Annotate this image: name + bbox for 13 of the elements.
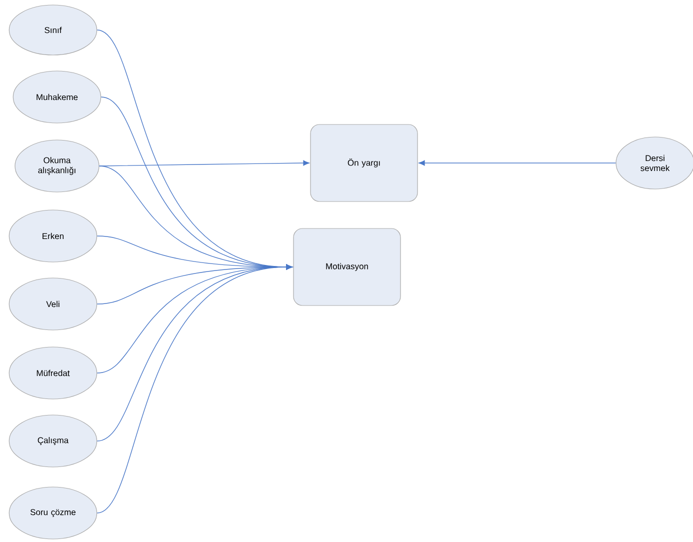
rounded-box: Motivasyon	[293, 228, 401, 306]
ellipse-node: Soru çözme	[8, 486, 98, 540]
ellipse-node: Sınıf	[8, 4, 98, 56]
ellipse-node: Çalışma	[8, 414, 98, 468]
ellipse-node: Erken	[8, 210, 98, 262]
ellipse-node: Okuma alışkanlığı	[14, 140, 100, 192]
arrow	[418, 160, 616, 166]
ellipse-node: Müfredat	[8, 346, 98, 400]
rounded-box: Ön yargı	[310, 124, 418, 202]
ellipse-node: Muhakeme	[12, 70, 102, 124]
arrow	[98, 160, 310, 166]
ellipse-node: Veli	[8, 278, 98, 330]
ellipse-node: Dersi sevmek	[616, 136, 693, 190]
